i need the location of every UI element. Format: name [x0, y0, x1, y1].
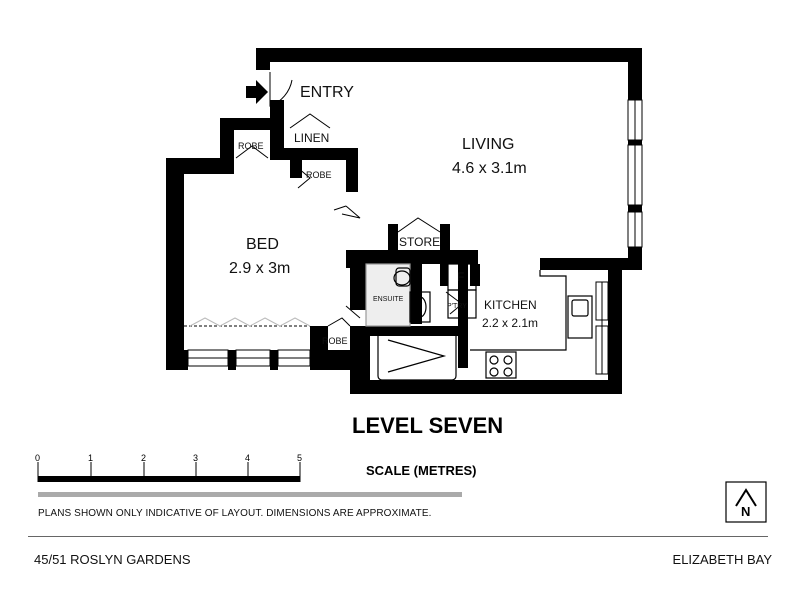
room-bed-dims: 2.9 x 3m	[229, 260, 290, 277]
scale-tick: 4	[245, 453, 250, 463]
address: 45/51 ROSLYN GARDENS	[34, 552, 191, 567]
window-lines	[188, 100, 636, 374]
compass-icon: N	[725, 481, 767, 523]
scale-tick: 2	[141, 453, 146, 463]
room-robe-2: ROBE	[306, 170, 332, 180]
room-store: STORE	[399, 235, 440, 249]
scale-tick: 1	[88, 453, 93, 463]
divider	[28, 536, 768, 537]
room-labels: ENTRY LIVING 4.6 x 3.1m LINEN ROBE ROBE …	[229, 84, 538, 346]
level-title: LEVEL SEVEN	[352, 413, 503, 438]
room-pantry: P'TRY	[447, 303, 467, 310]
suburb: ELIZABETH BAY	[672, 552, 772, 567]
doors	[184, 72, 463, 327]
scale-tick: 0	[35, 453, 40, 463]
room-robe-3: ROBE	[322, 336, 348, 346]
fixtures	[365, 263, 593, 381]
room-entry: ENTRY	[300, 84, 354, 101]
room-bed: BED	[246, 236, 279, 253]
room-robe-1: ROBE	[238, 141, 264, 151]
scale-tick: 3	[193, 453, 198, 463]
entry-arrow-icon	[246, 80, 268, 104]
room-ensuite: ENSUITE	[373, 296, 404, 303]
compass-letter: N	[741, 504, 750, 519]
walls	[166, 48, 642, 394]
disclaimer: PLANS SHOWN ONLY INDICATIVE OF LAYOUT. D…	[38, 508, 432, 519]
scale-title: SCALE (METRES)	[366, 463, 477, 478]
room-kitchen: KITCHEN	[484, 298, 537, 312]
room-linen: LINEN	[294, 131, 329, 145]
room-fridge: F	[457, 270, 464, 284]
room-kitchen-dims: 2.2 x 2.1m	[482, 316, 538, 330]
scale-tick: 5	[297, 453, 302, 463]
room-living-dims: 4.6 x 3.1m	[452, 160, 527, 177]
scale-bar: 0 1 2 3 4 5 SCALE (METRES)	[35, 453, 477, 497]
room-living: LIVING	[462, 136, 514, 153]
